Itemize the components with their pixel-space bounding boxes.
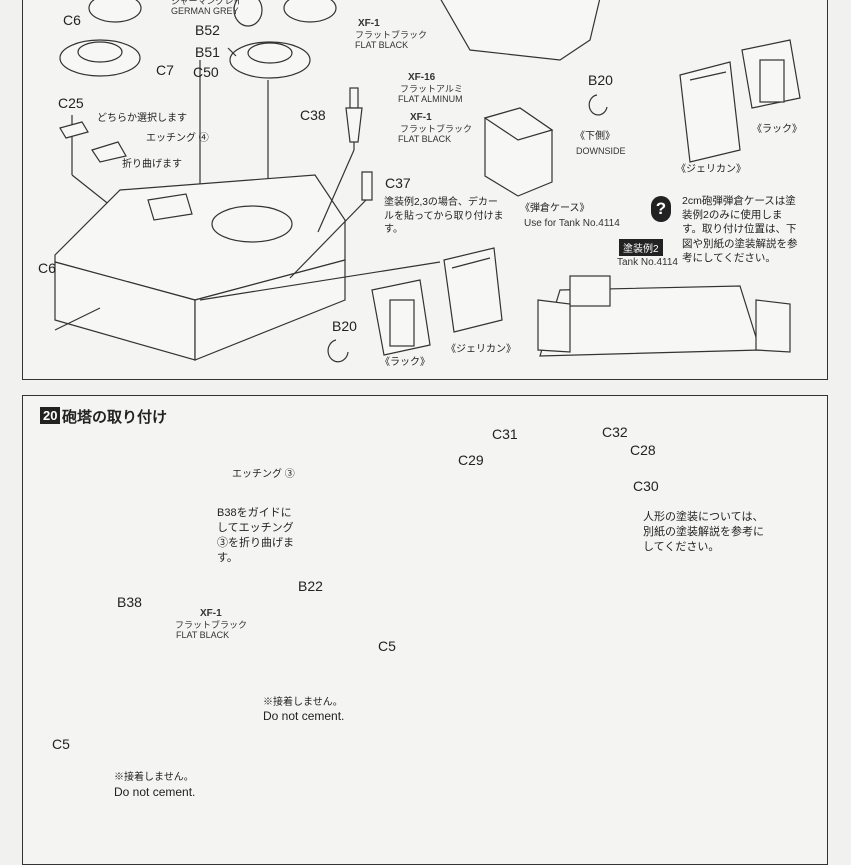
part-c32-label: C32 [602,424,628,440]
paint-xf1-en-b: FLAT BLACK [176,630,230,640]
part-b22-label: B22 [298,578,323,594]
part-b38-label: B38 [117,594,142,610]
hull-superstructure [54,174,346,361]
antenna-base-c38 [317,87,363,233]
part-c31-label: C31 [492,426,518,442]
rack-lower [371,279,431,356]
b38-guide-note: B38をガイドにしてエッチング③を折り曲げます。 [217,507,294,564]
no-cement-jp: ※接着しません。 [263,697,343,708]
jerrycan-upper [679,61,741,163]
paint-xf1-code-b: XF-1 [200,608,222,619]
paint-xf1-jp-b: フラットブラック [175,620,248,630]
paint-xf1b-jp: フラットブラック [400,124,473,134]
ammo-case-note: 2cm砲弾弾倉ケースは塗装例2のみに使用します。取り付け位置は、下図や別紙の塗装… [682,195,798,264]
part-c29-label: C29 [458,452,484,468]
part-b20b-label: B20 [332,318,357,334]
paint-xf16-en: FLAT ALMINUM [398,94,463,104]
part-c5b-label: C5 [52,736,70,752]
hatch-part-top-a [88,0,337,27]
no-cement-en-b: Do not cement. [114,785,196,799]
paint-xf1b-code: XF-1 [410,112,432,123]
part-b52-label: B52 [195,22,220,38]
downside-jp: 《下側》 [575,131,615,142]
jerrycan-label-top: 《ジェリカン》 [676,164,746,175]
paint-xf1b-en: FLAT BLACK [398,134,452,144]
step-number: 20 [40,407,61,424]
paint-xf1-en: FLAT BLACK [355,40,409,50]
figure-paint-note: 人形の塗装については、別紙の塗装解説を参考にしてください。 [643,511,764,553]
rack-upper [741,39,801,109]
part-c50-label: C50 [193,64,219,80]
tank-number-label: Tank No.4114 [617,257,678,268]
downside-en: DOWNSIDE [576,146,626,156]
step-title: 砲塔の取り付け [62,409,168,426]
part-c7-label: C7 [156,62,174,78]
bend-note: 折り曲げます [122,159,182,170]
c37-decal-note: 塗装例2,3の場合、デカールを貼ってから取り付けます。 [384,197,504,235]
etching-4-label: エッチング ④ [146,133,209,144]
part-b51-label: B51 [195,44,220,60]
part-c6b-label: C6 [38,260,56,276]
part-b20-label: B20 [588,72,613,88]
rack-label-top: 《ラック》 [752,124,802,135]
paint-xf1-jp: フラットブラック [355,30,428,40]
assembly-step-20-panel [22,395,828,865]
part-c30-label: C30 [633,478,659,494]
paint-scheme-2-tag: 塗装例2 [619,239,663,256]
part-c5-label: C5 [378,638,396,654]
ammo-case-jp: 《弾倉ケース》 [520,203,590,214]
hook-b20 [327,94,608,363]
hatch-c6-c7 [59,39,141,77]
hatch-b51-c50 [229,41,311,79]
paint-xf16-jp: フラットアルミ [400,84,463,94]
etching-3-label: エッチング ③ [232,469,295,480]
no-cement-jp-b: ※接着しません。 [114,772,194,783]
jerrycan-lower [443,247,503,333]
choose-either-note: どちらか選択します [97,113,187,124]
info-icon: ? [651,196,671,222]
jerrycan-label-bottom: 《ジェリカン》 [446,344,516,355]
ammo-case-en: Use for Tank No.4114 [524,218,620,229]
ammo-case [483,107,554,197]
part-c28-label: C28 [630,442,656,458]
part-c38-label: C38 [300,107,326,123]
paint-xf16-code: XF-16 [408,72,436,83]
part-c37-label: C37 [385,175,411,191]
no-cement-en: Do not cement. [263,709,345,723]
part-c6-label: C6 [63,12,81,28]
paint-xf1-code: XF-1 [358,18,380,29]
rack-label-bottom: 《ラック》 [380,357,430,368]
rear-hull-tank-4114 [537,275,791,357]
part-c25-label: C25 [58,95,84,111]
